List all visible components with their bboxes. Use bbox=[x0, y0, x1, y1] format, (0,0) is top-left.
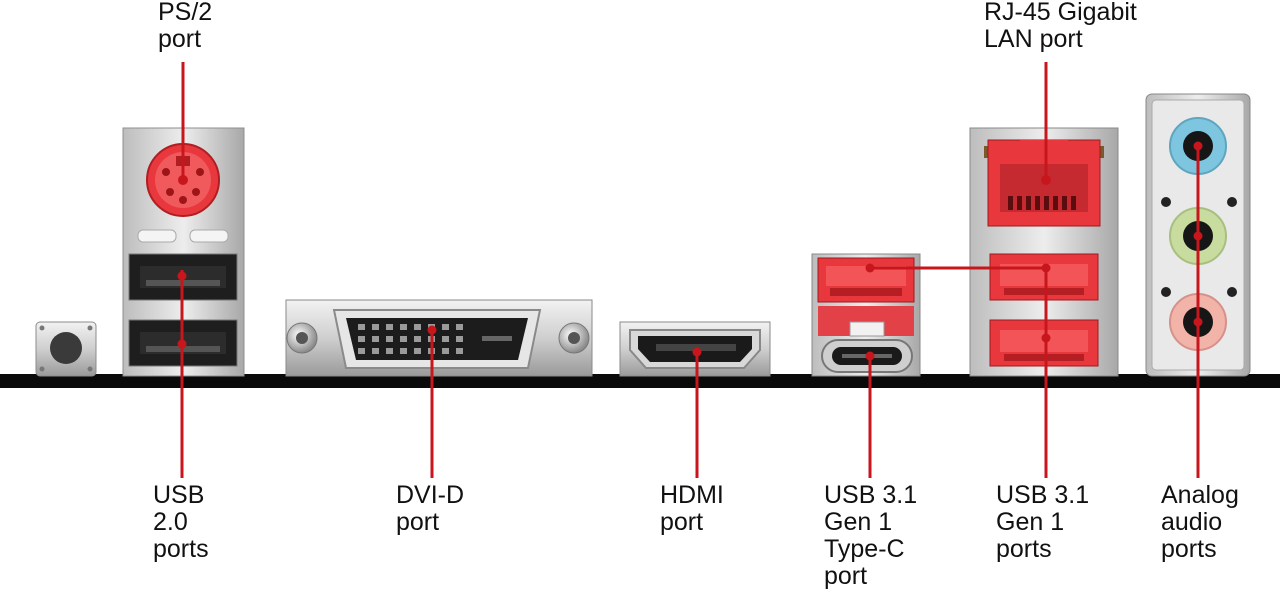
label-line: port bbox=[158, 25, 202, 53]
label-line: ports bbox=[996, 535, 1052, 563]
label-line: ports bbox=[153, 535, 209, 563]
dvi-pin bbox=[358, 324, 365, 330]
pcb-edge bbox=[0, 374, 1280, 388]
label-line: Type-C bbox=[824, 535, 905, 563]
dvi-pin bbox=[456, 324, 463, 330]
label-analog-audio-ports: Analog audio ports bbox=[1161, 482, 1239, 563]
dvi-pin bbox=[442, 324, 449, 330]
label-line: audio bbox=[1161, 508, 1223, 536]
label-line: USB 3.1 bbox=[996, 481, 1090, 509]
usb31-type-a-port bbox=[817, 257, 915, 303]
dvi-pin bbox=[456, 348, 463, 354]
label-line: port bbox=[396, 508, 440, 536]
dvi-pin bbox=[372, 336, 379, 342]
usb31-port-top bbox=[989, 253, 1099, 301]
dvi-pin bbox=[386, 336, 393, 342]
label-line: USB bbox=[153, 481, 205, 509]
label-line: DVI-D bbox=[396, 481, 465, 509]
dvi-pin bbox=[414, 324, 421, 330]
dvi-pin bbox=[358, 348, 365, 354]
rj45-pin bbox=[1017, 196, 1022, 210]
dvi-pin bbox=[400, 324, 407, 330]
clear-cmos-button bbox=[35, 321, 97, 377]
label-line: LAN port bbox=[984, 25, 1083, 53]
usb31-port-bottom bbox=[989, 319, 1099, 367]
dvi-pin bbox=[386, 324, 393, 330]
dvi-pin bbox=[456, 336, 463, 342]
dvi-pin bbox=[442, 336, 449, 342]
dvi-pin bbox=[414, 336, 421, 342]
dvi-pin bbox=[400, 348, 407, 354]
rj45-usb31-block bbox=[969, 127, 1119, 377]
label-ps2-port: PS/2 port bbox=[158, 0, 212, 53]
label-usb31-typec-port: USB 3.1 Gen 1 Type-C port bbox=[824, 482, 917, 590]
label-line: USB 3.1 bbox=[824, 481, 918, 509]
label-line: PS/2 bbox=[158, 0, 213, 26]
leader-dots bbox=[177, 141, 1203, 361]
rj45-pin bbox=[1035, 196, 1040, 210]
label-line: Analog bbox=[1161, 481, 1239, 509]
rj45-pin bbox=[1026, 196, 1031, 210]
dvi-pin bbox=[372, 324, 379, 330]
rj45-pin bbox=[1008, 196, 1013, 210]
label-usb2-ports: USB 2.0 ports bbox=[153, 482, 209, 563]
label-line: port bbox=[824, 562, 868, 590]
label-line: HDMI bbox=[660, 481, 724, 509]
dvi-pin bbox=[372, 348, 379, 354]
dvi-pin bbox=[358, 336, 365, 342]
label-line: RJ-45 Gigabit bbox=[984, 0, 1137, 26]
label-line: 2.0 bbox=[153, 508, 188, 536]
rj45-pin bbox=[1062, 196, 1067, 210]
dvi-pin bbox=[400, 336, 407, 342]
label-line: Gen 1 bbox=[996, 508, 1065, 536]
rj45-pins bbox=[1008, 196, 1076, 210]
label-line: Gen 1 bbox=[824, 508, 893, 536]
dvi-pin bbox=[442, 348, 449, 354]
label-hdmi-port: HDMI port bbox=[660, 482, 724, 536]
dvi-pin-grid bbox=[358, 324, 463, 354]
label-dvid-port: DVI-D port bbox=[396, 482, 464, 536]
label-line: port bbox=[660, 508, 704, 536]
label-usb31-ports: USB 3.1 Gen 1 ports bbox=[996, 482, 1089, 563]
rj45-pin bbox=[1044, 196, 1049, 210]
dvi-pin bbox=[414, 348, 421, 354]
rj45-pin bbox=[1053, 196, 1058, 210]
dvi-pin bbox=[386, 348, 393, 354]
label-rj45-port: RJ-45 Gigabit LAN port bbox=[984, 0, 1137, 53]
rj45-pin bbox=[1071, 196, 1076, 210]
label-line: ports bbox=[1161, 535, 1217, 563]
dvi-d-port bbox=[285, 299, 593, 377]
